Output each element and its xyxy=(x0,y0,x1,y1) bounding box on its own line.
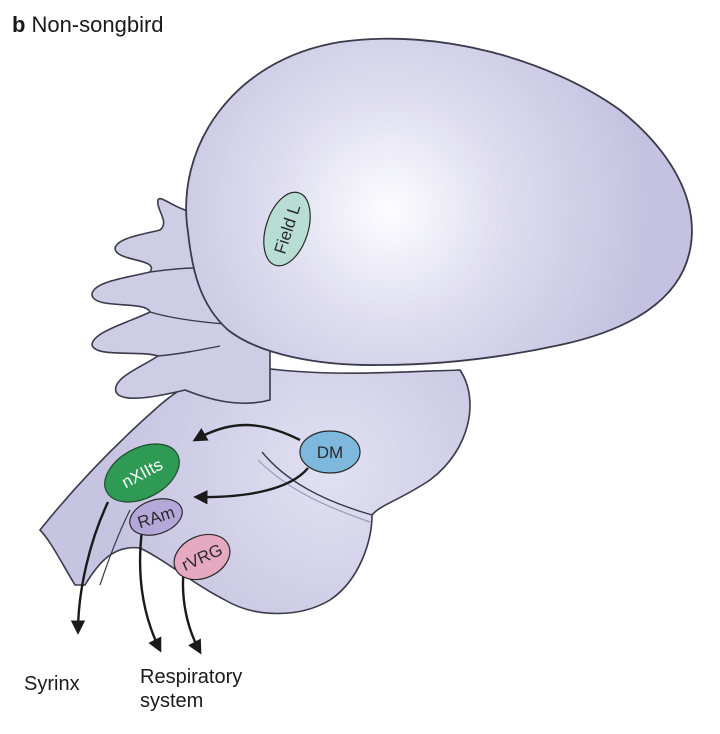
cerebellum-fissure-1 xyxy=(149,311,226,325)
arrow-ram-to-respiratory xyxy=(138,529,162,653)
stem-contour-lower xyxy=(99,509,131,586)
ram-region xyxy=(129,498,183,536)
stem-contour-inner xyxy=(257,459,371,523)
panel-letter: b xyxy=(12,12,26,37)
arrow-dm-to-nxiits xyxy=(192,423,301,442)
cerebellum-fissure-3 xyxy=(149,267,196,273)
respiratory-system-label: Respiratory system xyxy=(140,665,242,713)
syrinx-label: Syrinx xyxy=(24,673,80,695)
cerebrum xyxy=(185,37,693,366)
arrow-dm-to-ram xyxy=(193,467,309,505)
brainstem xyxy=(38,367,471,615)
respiratory-label-line2: system xyxy=(140,690,204,712)
nxiits-region xyxy=(104,443,180,503)
cerebellum-fissure-2 xyxy=(157,345,221,357)
stem-contour xyxy=(261,451,373,516)
respiratory-label-line1: Respiratory xyxy=(140,666,243,688)
dm-region xyxy=(299,430,361,474)
field-l-region xyxy=(263,191,311,267)
dm-label: DM xyxy=(317,443,343,462)
panel-title-text: Non-songbird xyxy=(31,12,164,37)
arrow-nxiits-to-syrinx xyxy=(70,501,110,635)
rvrg-region xyxy=(173,533,231,581)
